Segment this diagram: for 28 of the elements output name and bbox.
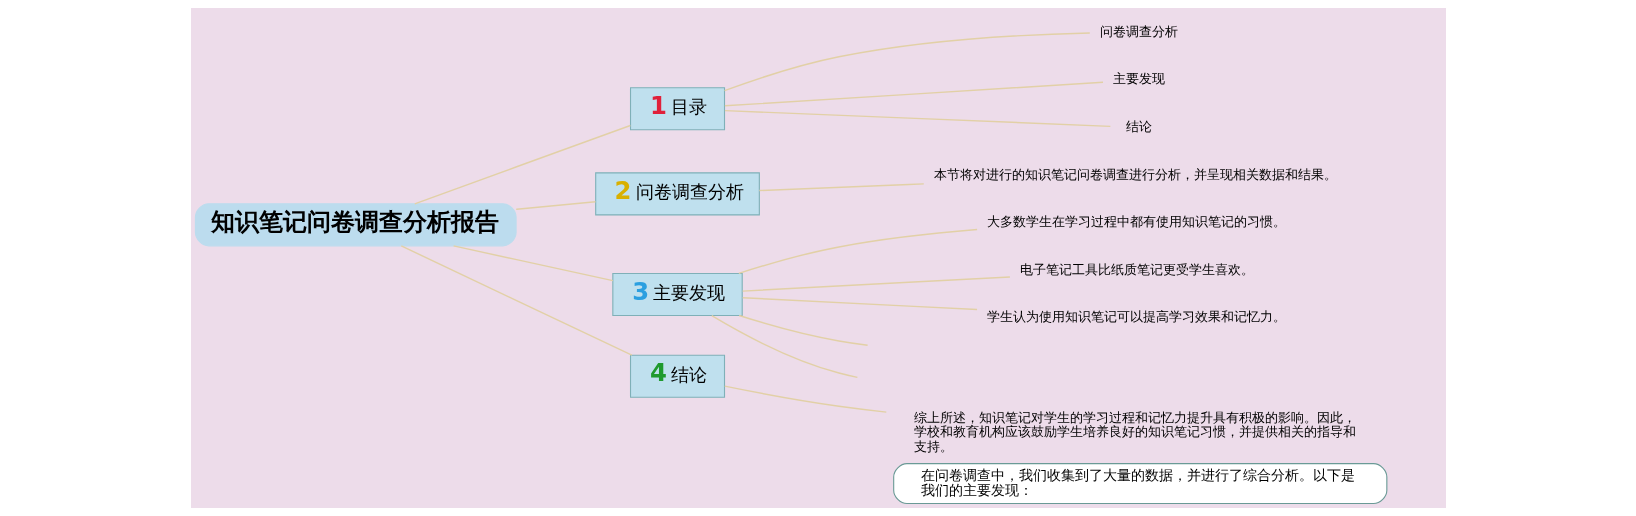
connector: [758, 183, 924, 192]
node-text: 结论: [1125, 118, 1152, 134]
connector: [723, 385, 887, 413]
node-box: 4 结论: [629, 354, 725, 398]
connector: [723, 32, 1090, 92]
connector: [741, 276, 1011, 292]
connector: [723, 109, 1111, 128]
node-text: 学生认为使用知识笔记可以提高学习效果和记忆力。: [986, 309, 1286, 325]
node-box: 知识笔记问卷调查分析报告: [194, 203, 517, 247]
connector: [413, 124, 631, 205]
node-text: 大多数学生在学习过程中都有使用知识笔记的习惯。: [986, 214, 1286, 230]
connector: [514, 201, 596, 211]
node-box: 在问卷调查中，我们收集到了大量的数据，并进行了综合分析。以下是我们的主要发现：: [892, 463, 1387, 505]
node-box: 3 主要发现: [611, 272, 743, 317]
node-box: 1 目录: [629, 87, 725, 131]
connector: [710, 314, 858, 379]
connector: [741, 297, 978, 311]
node-text: 综上所述，知识笔记对学生的学习过程和记忆力提升具有积极的影响。因此，学校和教育机构应该鼓励学生培养良好的知识笔记习惯，并提供相关的指导和支持。: [913, 409, 1356, 454]
connector: [737, 314, 868, 347]
node-text: 主要发现: [1112, 71, 1165, 87]
connector: [737, 228, 978, 275]
connector: [452, 245, 613, 282]
node-text: 本节将对进行的知识笔记问卷调查进行分析，并呈现相关数据和结果。: [933, 166, 1337, 182]
node-text: 问卷调查分析: [1099, 23, 1178, 39]
connector: [400, 245, 633, 356]
node-box: 2 问卷调查分析: [594, 172, 760, 216]
node-text: 电子笔记工具比纸质笔记更受学生喜欢。: [1019, 261, 1254, 277]
connector: [723, 81, 1104, 107]
